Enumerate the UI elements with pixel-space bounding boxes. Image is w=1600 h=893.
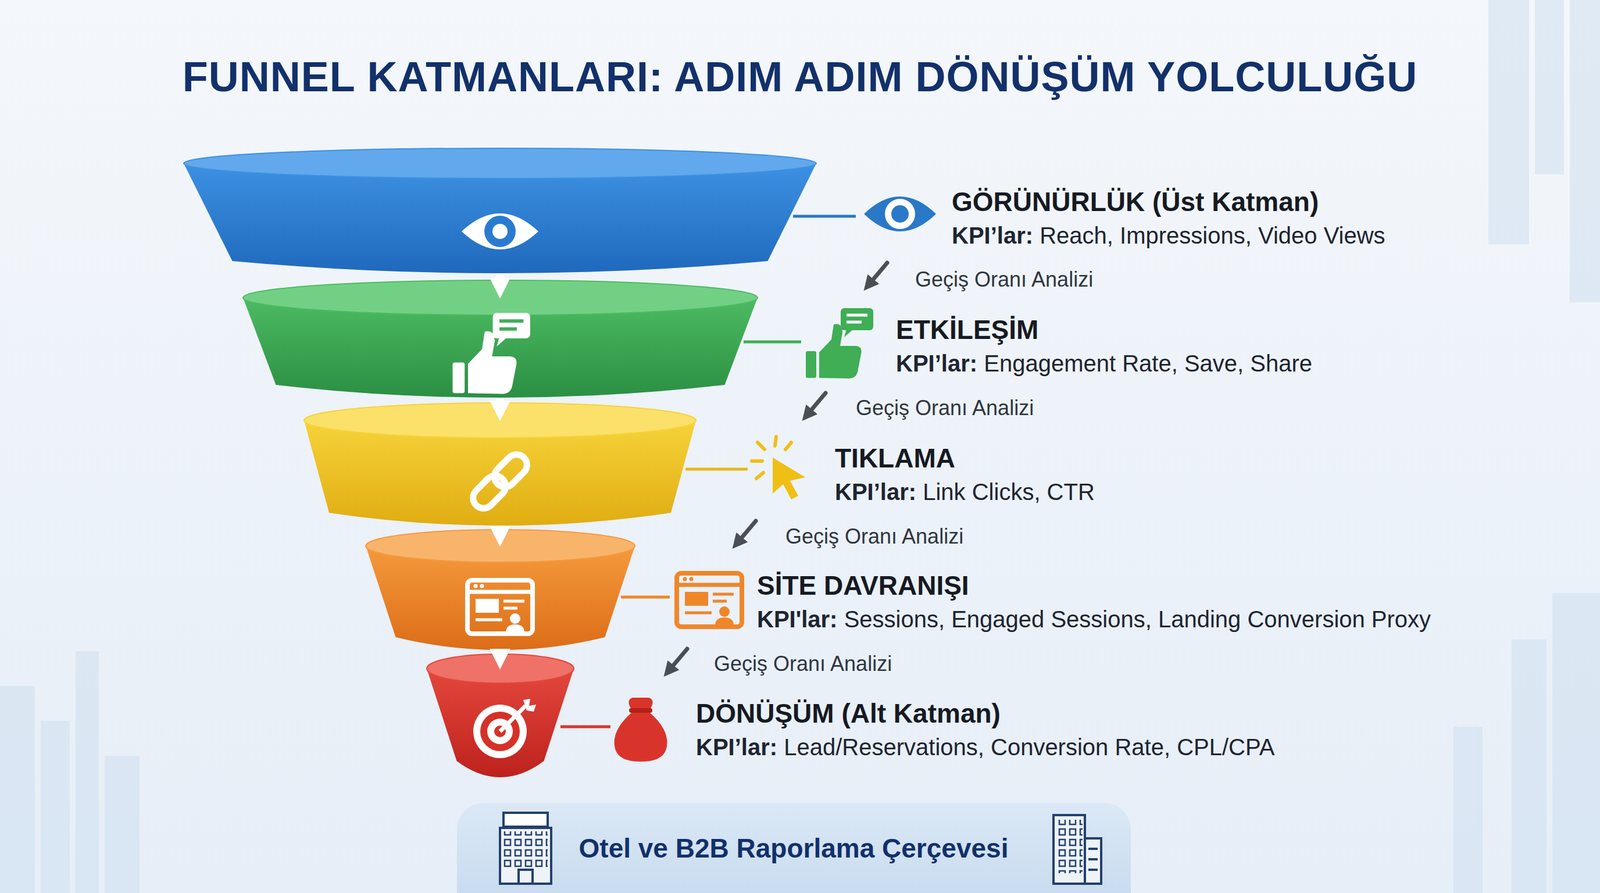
funnel-band: GÖRÜNÜRLÜK (Üst Katman)KPI’lar:Reach, Im… bbox=[183, 163, 817, 274]
kpi-line: KPI’lar:Link Clicks, CTR bbox=[834, 477, 1095, 506]
icon-part bbox=[628, 697, 653, 710]
thumb-icon-side bbox=[805, 308, 874, 379]
hotel-sign: HOTEL bbox=[511, 815, 539, 825]
layer-heading: SİTE DAVRANIŞI bbox=[756, 569, 1431, 602]
band-top bbox=[183, 148, 817, 179]
title-wrap: FUNNEL KATMANLARI: ADIM ADIM DÖNÜŞÜM YOL… bbox=[0, 51, 1600, 102]
layer-label: GÖRÜNÜRLÜK (Üst Katman)KPI’lar:Reach, Im… bbox=[951, 185, 1386, 250]
icon-part bbox=[772, 457, 806, 500]
kpi-values: Reach, Impressions, Video Views bbox=[1039, 222, 1385, 249]
icon-part bbox=[751, 459, 763, 463]
dollar-sign: $ bbox=[633, 723, 648, 753]
icon-part bbox=[775, 436, 777, 446]
label-wrap: Geçiş Oranı Analizi bbox=[855, 395, 1034, 421]
funnel-band: SİTE DAVRANIŞIKPI'lar:Sessions, Engaged … bbox=[365, 545, 635, 650]
icon-part bbox=[0, 686, 35, 893]
icon-part bbox=[668, 648, 688, 671]
layer-label: DÖNÜŞÜM (Alt Katman) KPI’lar:Lead/Reserva… bbox=[695, 697, 1275, 762]
funnel-band: DÖNÜŞÜM (Alt Katman)KPI’lar:Lead/Reserva… bbox=[426, 668, 574, 778]
icon-part bbox=[40, 720, 70, 893]
money-bag-icon bbox=[614, 697, 668, 762]
icon-part bbox=[806, 393, 826, 416]
label-wrap: Geçiş Oranı Analizi bbox=[785, 523, 964, 550]
icon-part bbox=[863, 196, 937, 232]
window-icon-side bbox=[676, 573, 742, 627]
kpi-label: KPI’lar: bbox=[695, 734, 778, 760]
band-body bbox=[426, 668, 574, 778]
icon-part bbox=[685, 468, 748, 471]
layer-heading: TIKLAMA bbox=[834, 441, 1095, 475]
icon-part bbox=[751, 436, 792, 479]
icon-part bbox=[104, 755, 140, 893]
kpi-values: Engagement Rate, Save, Share bbox=[983, 350, 1313, 377]
kpi-line: KPI'lar:Sessions, Engaged Sessions, Land… bbox=[756, 605, 1431, 634]
icon-part bbox=[560, 725, 611, 729]
label-wrap: Geçiş Oranı Analizi bbox=[915, 266, 1094, 293]
band-shape bbox=[365, 545, 635, 650]
icon-part bbox=[1552, 593, 1600, 893]
kpi-values: Sessions, Engaged Sessions, Landing Conv… bbox=[844, 606, 1432, 632]
band-top bbox=[426, 654, 574, 684]
funnel-band: TIKLAMAKPI’lar:Link Clicks, CTR bbox=[304, 420, 696, 526]
title: FUNNEL KATMANLARI: ADIM ADIM DÖNÜŞÜM YOL… bbox=[0, 51, 1600, 102]
icon-part bbox=[620, 595, 670, 599]
icon-part bbox=[868, 262, 888, 285]
transition-label: Geçiş Oranı Analizi bbox=[785, 523, 964, 550]
layer-label: ETKİLEŞİM KPI’lar:Engagement Rate, Save, … bbox=[895, 313, 1313, 378]
funnel-band: ETKİLEŞİMKPI’lar:Engagement Rate, Save, … bbox=[243, 297, 758, 398]
band-shape bbox=[426, 668, 574, 778]
kpi-line: KPI’lar:Lead/Reservations, Conversion Ra… bbox=[695, 733, 1275, 762]
icon-part bbox=[757, 442, 765, 450]
icon-part bbox=[743, 340, 802, 344]
band-shape bbox=[304, 420, 696, 526]
icon-part bbox=[785, 442, 792, 450]
kpi-label: KPI’lar: bbox=[834, 479, 917, 505]
footer-panel: Otel ve B2B Raporlama Çerçevesi bbox=[456, 802, 1131, 893]
band-top bbox=[365, 529, 635, 563]
icon-part bbox=[1534, 0, 1564, 175]
transition-label: Geçiş Oranı Analizi bbox=[855, 395, 1034, 421]
layer-label: SİTE DAVRANIŞI KPI'lar:Sessions, Engaged … bbox=[756, 569, 1431, 634]
label-wrap: HOTEL bbox=[511, 815, 539, 825]
transition-label: Geçiş Oranı Analizi bbox=[915, 266, 1094, 293]
label-wrap: $ bbox=[633, 723, 648, 753]
layer-heading: ETKİLEŞİM bbox=[895, 313, 1313, 346]
kpi-values: Lead/Reservations, Conversion Rate, CPL/… bbox=[783, 734, 1275, 760]
kpi-label: KPI’lar: bbox=[895, 350, 978, 377]
icon-part bbox=[884, 198, 916, 230]
icon-part bbox=[75, 651, 99, 893]
label-wrap: Geçiş Oranı Analizi bbox=[713, 651, 892, 677]
cursor-icon bbox=[751, 436, 806, 500]
icon-part bbox=[1453, 726, 1483, 893]
kpi-label: KPI’lar: bbox=[951, 222, 1034, 249]
layer-heading: GÖRÜNÜRLÜK (Üst Katman) bbox=[951, 185, 1386, 219]
band-body bbox=[183, 163, 817, 274]
icon-part bbox=[629, 708, 653, 713]
layer-heading: DÖNÜŞÜM (Alt Katman) bbox=[695, 697, 1275, 730]
icon-part bbox=[756, 472, 764, 479]
band-shape bbox=[243, 297, 758, 398]
icon-part bbox=[737, 520, 756, 544]
kpi-line: KPI’lar:Reach, Impressions, Video Views bbox=[951, 221, 1386, 250]
icon-part bbox=[1488, 0, 1530, 245]
band-top bbox=[304, 402, 696, 438]
kpi-line: KPI’lar:Engagement Rate, Save, Share bbox=[895, 349, 1313, 378]
icon-part bbox=[614, 712, 668, 762]
icon-part bbox=[1511, 639, 1547, 893]
kpi-values: Link Clicks, CTR bbox=[922, 479, 1095, 505]
icon-part bbox=[793, 215, 856, 219]
band-top bbox=[243, 280, 758, 316]
band-shape bbox=[183, 163, 817, 274]
layer-label: TIKLAMAKPI’lar:Link Clicks, CTR bbox=[834, 441, 1095, 506]
transition-label: Geçiş Oranı Analizi bbox=[713, 651, 892, 677]
icon-part bbox=[891, 205, 909, 223]
eye-icon-side bbox=[863, 196, 937, 232]
icon-part bbox=[1569, 0, 1600, 303]
kpi-label: KPI'lar: bbox=[756, 606, 838, 632]
footer-text: Otel ve B2B Raporlama Çerçevesi bbox=[579, 831, 1009, 865]
